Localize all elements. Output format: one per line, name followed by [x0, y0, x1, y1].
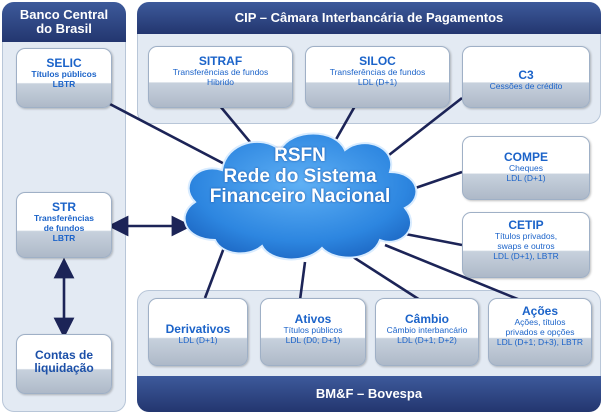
cambio-box: Câmbio Câmbio interbancário LDL (D+1; D+…	[375, 298, 479, 366]
cip-header: CIP – Câmara Interbancária de Pagamentos	[137, 2, 601, 34]
cetip-title: CETIP	[508, 218, 544, 232]
siloc-line2: LDL (D+1)	[357, 76, 398, 87]
bmf-header: BM&F – Bovespa	[137, 376, 601, 412]
siloc-line1: Transferências de fundos	[329, 67, 426, 78]
c3-box: C3 Cessões de crédito	[462, 46, 590, 108]
cambio-title: Câmbio	[404, 312, 449, 326]
str-box: STR Transferências de fundos LBTR	[16, 192, 112, 258]
cetip-line2: swaps e outros	[497, 240, 555, 251]
str-line3: LBTR	[52, 232, 76, 243]
rsfn-line2: Rede do Sistema	[223, 165, 377, 187]
str-line1: Transferências	[33, 213, 94, 224]
cambio-line1: Câmbio interbancário	[386, 325, 468, 336]
rsfn-cloud-label: RSFN Rede do Sistema Financeiro Nacional	[200, 145, 400, 208]
sitraf-title: SITRAF	[198, 54, 243, 68]
contas-line1: Contas de	[34, 348, 93, 362]
acoes-title: Ações	[521, 304, 559, 318]
bcb-title: Banco Central do Brasil	[19, 6, 109, 36]
compe-line1: Cheques	[508, 163, 544, 174]
c3-title: C3	[518, 68, 534, 82]
acoes-box: Ações Ações, títulos privados e opções L…	[488, 298, 592, 366]
str-line2: de fundos	[43, 222, 85, 233]
contas-line2: liquidação	[34, 361, 94, 376]
contas-box: Contas de liquidação	[16, 334, 112, 394]
str-title: STR	[52, 200, 76, 214]
acoes-line3: LDL (D+1; D+3), LBTR	[496, 336, 584, 347]
link-cetip	[394, 230, 463, 247]
cetip-box: CETIP Títulos privados, swaps e outros L…	[462, 212, 590, 278]
derivativos-title: Derivativos	[165, 322, 231, 336]
compe-box: COMPE Cheques LDL (D+1)	[462, 136, 590, 200]
ativos-title: Ativos	[294, 312, 332, 326]
rsfn-line1: RSFN	[274, 145, 326, 166]
bmf-title: BM&F – Bovespa	[315, 385, 423, 401]
compe-title: COMPE	[503, 150, 548, 164]
bcb-header: Banco Central do Brasil	[2, 2, 126, 42]
siloc-title: SILOC	[359, 54, 396, 68]
sitraf-line1: Transferências de fundos	[172, 67, 269, 78]
sitraf-box: SITRAF Transferências de fundos Hibrido	[148, 46, 293, 108]
selic-line1: Títulos públicos	[31, 69, 97, 80]
compe-line2: LDL (D+1)	[506, 172, 546, 183]
selic-line2: LBTR	[52, 78, 76, 89]
siloc-box: SILOC Transferências de fundos LDL (D+1)	[305, 46, 450, 108]
sitraf-line2: Hibrido	[207, 76, 234, 87]
acoes-line1: Ações, títulos	[514, 317, 566, 328]
rsfn-line3: Financeiro Nacional	[209, 186, 391, 208]
cip-title: CIP – Câmara Interbancária de Pagamentos	[234, 9, 504, 25]
cetip-line1: Títulos privados,	[494, 231, 558, 242]
link-compe	[394, 170, 463, 197]
derivativos-box: Derivativos LDL (D+1)	[148, 298, 248, 366]
selic-title: SELIC	[46, 56, 82, 70]
ativos-line2: LDL (D0; D+1)	[285, 334, 341, 345]
c3-line1: Cessões de crédito	[489, 81, 563, 92]
acoes-line2: privados e opções	[505, 326, 575, 337]
selic-box: SELIC Títulos públicos LBTR	[16, 48, 112, 108]
cambio-line2: LDL (D+1; D+2)	[397, 334, 457, 345]
ativos-box: Ativos Títulos públicos LDL (D0; D+1)	[260, 298, 366, 366]
cetip-line3: LDL (D+1), LBTR	[493, 250, 559, 261]
derivativos-line1: LDL (D+1)	[178, 335, 218, 346]
ativos-line1: Títulos públicos	[283, 325, 343, 336]
